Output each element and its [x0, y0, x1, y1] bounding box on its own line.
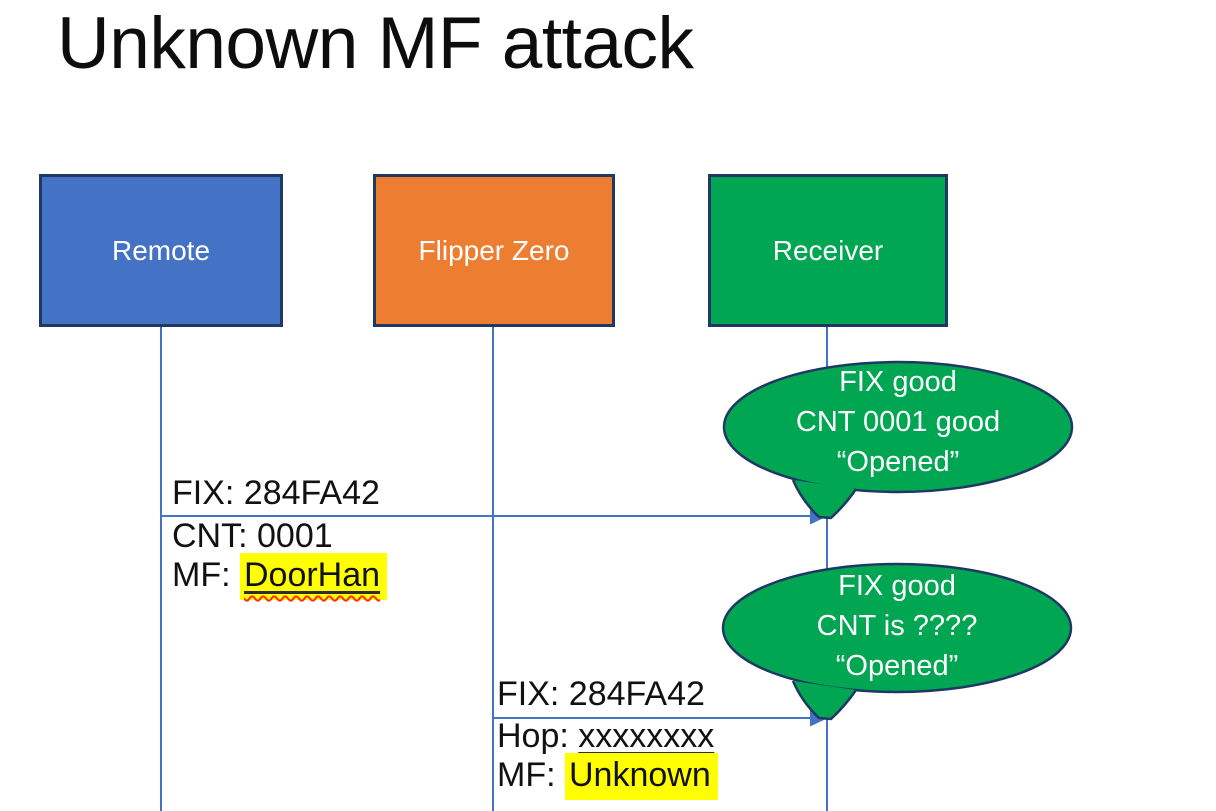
message-1-mf: MF: DoorHan: [172, 553, 388, 600]
message-2-hop-prefix: Hop:: [497, 717, 579, 755]
actor-label-remote: Remote: [111, 234, 211, 266]
actor-box-receiver: Receiver: [708, 174, 948, 327]
callout-2-line-3: “Opened”: [835, 650, 959, 682]
callout-2-line-2: CNT is ????: [816, 610, 978, 642]
callout-1-line-1: FIX good: [839, 366, 957, 398]
message-1-cnt: CNT: 0001: [172, 517, 333, 555]
slide-title: Unknown MF attack: [57, 3, 694, 84]
message-2-hop: Hop: xxxxxxxx: [497, 716, 714, 757]
callout-1-tail: [791, 479, 858, 520]
actor-box-remote: Remote: [39, 174, 283, 327]
message-2-fix: FIX: 284FA42: [497, 675, 705, 713]
actor-label-receiver: Receiver: [772, 234, 884, 266]
actor-box-flipper-zero: Flipper Zero: [373, 174, 615, 327]
message-1-mf-highlight: DoorHan: [239, 553, 388, 600]
message-2-mf-value: Unknown: [564, 753, 718, 800]
actor-label-flipper-zero: Flipper Zero: [418, 234, 570, 266]
message-1-mf-prefix: MF:: [172, 556, 240, 594]
message-2-hop-value: xxxxxxxx: [578, 717, 715, 755]
callout-2-tail: [791, 680, 858, 721]
callout-2-text: FIX good CNT is ???? “Opened”: [723, 566, 1071, 686]
lifeline-remote: [160, 327, 162, 811]
message-1-mf-value: DoorHan: [243, 556, 381, 594]
lifeline-flipper-zero: [492, 327, 494, 811]
message-1-fix: FIX: 284FA42: [172, 474, 380, 512]
callout-1-line-2: CNT 0001 good: [795, 406, 1001, 438]
callout-2-line-1: FIX good: [838, 570, 956, 602]
callout-1-text: FIX good CNT 0001 good “Opened”: [724, 362, 1072, 482]
message-2-mf: MF: Unknown: [497, 753, 718, 800]
message-2-mf-prefix: MF:: [497, 756, 565, 794]
callout-1-line-3: “Opened”: [836, 446, 960, 478]
